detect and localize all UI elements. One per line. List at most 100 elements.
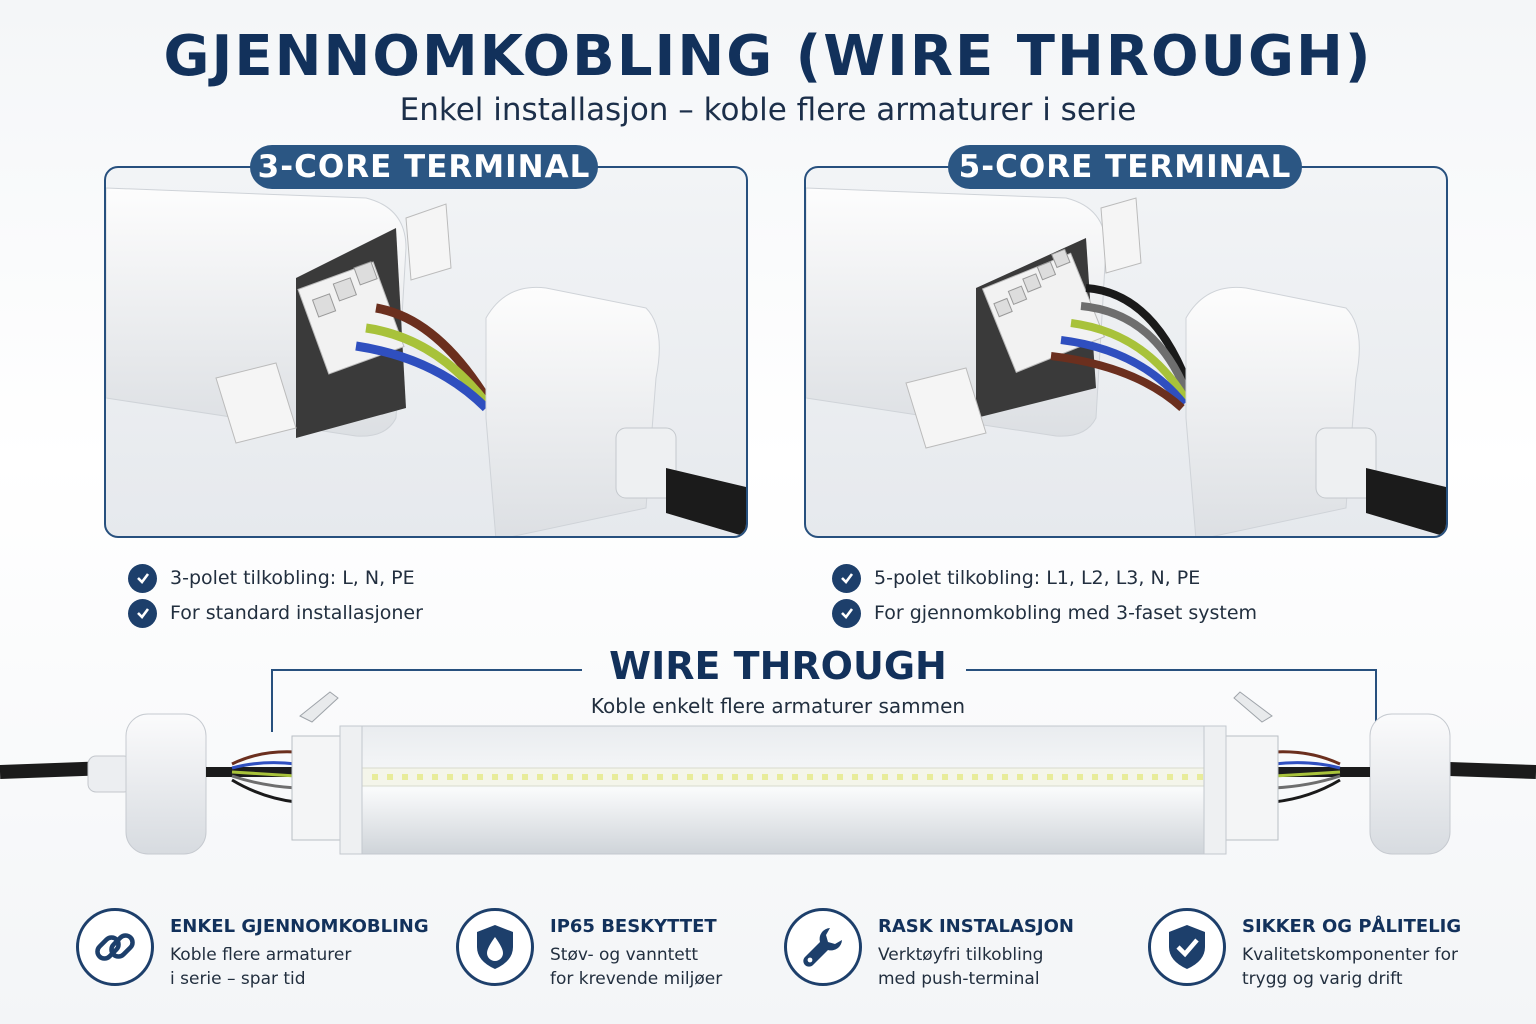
wire-through-subtitle: Koble enkelt flere armaturer sammen	[590, 694, 966, 718]
led-dot	[1107, 774, 1113, 780]
led-dot	[747, 774, 753, 780]
led-dot	[507, 774, 513, 780]
led-dot	[1062, 774, 1068, 780]
led-dot	[402, 774, 408, 780]
led-dot	[597, 774, 603, 780]
point-text: For standard installasjoner	[170, 602, 423, 624]
list-item: 5-polet tilkobling: L1, L2, L3, N, PE	[832, 562, 1257, 594]
feature-2: IP65 BESKYTTET Støv- og vanntett for kre…	[456, 908, 722, 991]
feature-line: trygg og varig drift	[1242, 969, 1403, 989]
led-dot	[627, 774, 633, 780]
led-dot	[1047, 774, 1053, 780]
link-icon	[76, 908, 154, 986]
feature-1: ENKEL GJENNOMKOBLING Koble flere armatur…	[76, 908, 429, 991]
led-dot	[477, 774, 483, 780]
led-dot	[432, 774, 438, 780]
led-dot	[552, 774, 558, 780]
led-dot	[687, 774, 693, 780]
led-dot	[972, 774, 978, 780]
led-dot	[777, 774, 783, 780]
led-dot	[522, 774, 528, 780]
feature-line: Støv- og vanntett	[550, 945, 699, 965]
feature-line: i serie – spar tid	[170, 969, 306, 989]
check-icon	[128, 598, 157, 628]
led-dot	[822, 774, 828, 780]
wrench-icon	[784, 908, 862, 986]
list-item: For standard installasjoner	[128, 597, 423, 629]
3-core-terminal-illustration	[106, 187, 746, 536]
shield-check-icon	[1148, 908, 1226, 986]
led-dot	[897, 774, 903, 780]
page-subtitle: Enkel installasjon – koble flere armatur…	[399, 92, 1137, 128]
led-dot	[537, 774, 543, 780]
wire-through-title: WIRE THROUGH	[609, 644, 947, 688]
led-dot	[462, 774, 468, 780]
check-icon	[128, 563, 157, 593]
led-dot	[807, 774, 813, 780]
feature-title: RASK INSTALASJON	[878, 916, 1074, 937]
led-dot	[792, 774, 798, 780]
list-item: For gjennomkobling med 3-faset system	[832, 597, 1257, 629]
panel-3-core-label: 3-CORE TERMINAL	[250, 145, 598, 189]
led-dot	[762, 774, 768, 780]
led-dot	[912, 774, 918, 780]
panel-5-core-label: 5-CORE TERMINAL	[948, 145, 1302, 189]
feature-1-text: ENKEL GJENNOMKOBLING Koble flere armatur…	[170, 916, 429, 991]
page-title: GJENNOMKOBLING (WIRE THROUGH)	[163, 24, 1373, 89]
led-dot	[1002, 774, 1008, 780]
led-dot	[1092, 774, 1098, 780]
led-dot	[672, 774, 678, 780]
feature-line: Koble flere armaturer	[170, 945, 352, 965]
led-dot	[867, 774, 873, 780]
led-dot	[1182, 774, 1188, 780]
led-dot	[882, 774, 888, 780]
feature-2-text: IP65 BESKYTTET Støv- og vanntett for kre…	[550, 916, 722, 991]
point-text: For gjennomkobling med 3-faset system	[874, 602, 1258, 624]
led-dot	[732, 774, 738, 780]
led-dot	[582, 774, 588, 780]
list-item: 3-polet tilkobling: L, N, PE	[128, 562, 423, 594]
feature-3-text: RASK INSTALASJON Verktøyfri tilkobling m…	[878, 916, 1074, 991]
led-dot	[372, 774, 378, 780]
feature-line: Verktøyfri tilkobling	[878, 945, 1044, 965]
led-dot	[1122, 774, 1128, 780]
led-dot	[852, 774, 858, 780]
feature-title: ENKEL GJENNOMKOBLING	[170, 916, 429, 937]
led-dot	[1137, 774, 1143, 780]
feature-line: for krevende miljøer	[550, 969, 723, 989]
led-dot	[702, 774, 708, 780]
feature-line: med push-terminal	[878, 969, 1040, 989]
point-text: 3-polet tilkobling: L, N, PE	[170, 567, 415, 589]
check-icon	[832, 563, 861, 593]
feature-line: Kvalitetskomponenter for	[1242, 945, 1459, 965]
led-dot	[987, 774, 993, 780]
5-core-points: 5-polet tilkobling: L1, L2, L3, N, PE Fo…	[832, 562, 1257, 629]
led-dot	[1152, 774, 1158, 780]
led-dot	[567, 774, 573, 780]
wire-through-bracket	[271, 669, 1377, 732]
led-dot	[717, 774, 723, 780]
5-core-terminal-illustration	[806, 187, 1446, 536]
feature-4: SIKKER OG PÅLITELIG Kvalitetskomponenter…	[1148, 908, 1461, 991]
led-dot	[417, 774, 423, 780]
led-dot	[447, 774, 453, 780]
feature-3: RASK INSTALASJON Verktøyfri tilkobling m…	[784, 908, 1074, 991]
point-text: 5-polet tilkobling: L1, L2, L3, N, PE	[874, 567, 1201, 589]
feature-4-text: SIKKER OG PÅLITELIG Kvalitetskomponenter…	[1242, 916, 1461, 991]
check-icon	[832, 598, 861, 628]
led-dot	[1197, 774, 1203, 780]
led-dot	[657, 774, 663, 780]
led-dot	[492, 774, 498, 780]
feature-title: IP65 BESKYTTET	[550, 916, 717, 937]
3-core-points: 3-polet tilkobling: L, N, PE For standar…	[128, 562, 423, 629]
led-dot	[612, 774, 618, 780]
feature-title: SIKKER OG PÅLITELIG	[1242, 916, 1462, 937]
led-dot	[1077, 774, 1083, 780]
panel-3-core	[104, 166, 748, 538]
panel-5-core	[804, 166, 1448, 538]
led-dot	[642, 774, 648, 780]
luminaire-illustration	[0, 691, 1536, 855]
shield-drop-icon	[456, 908, 534, 986]
led-dot	[942, 774, 948, 780]
led-dot	[927, 774, 933, 780]
